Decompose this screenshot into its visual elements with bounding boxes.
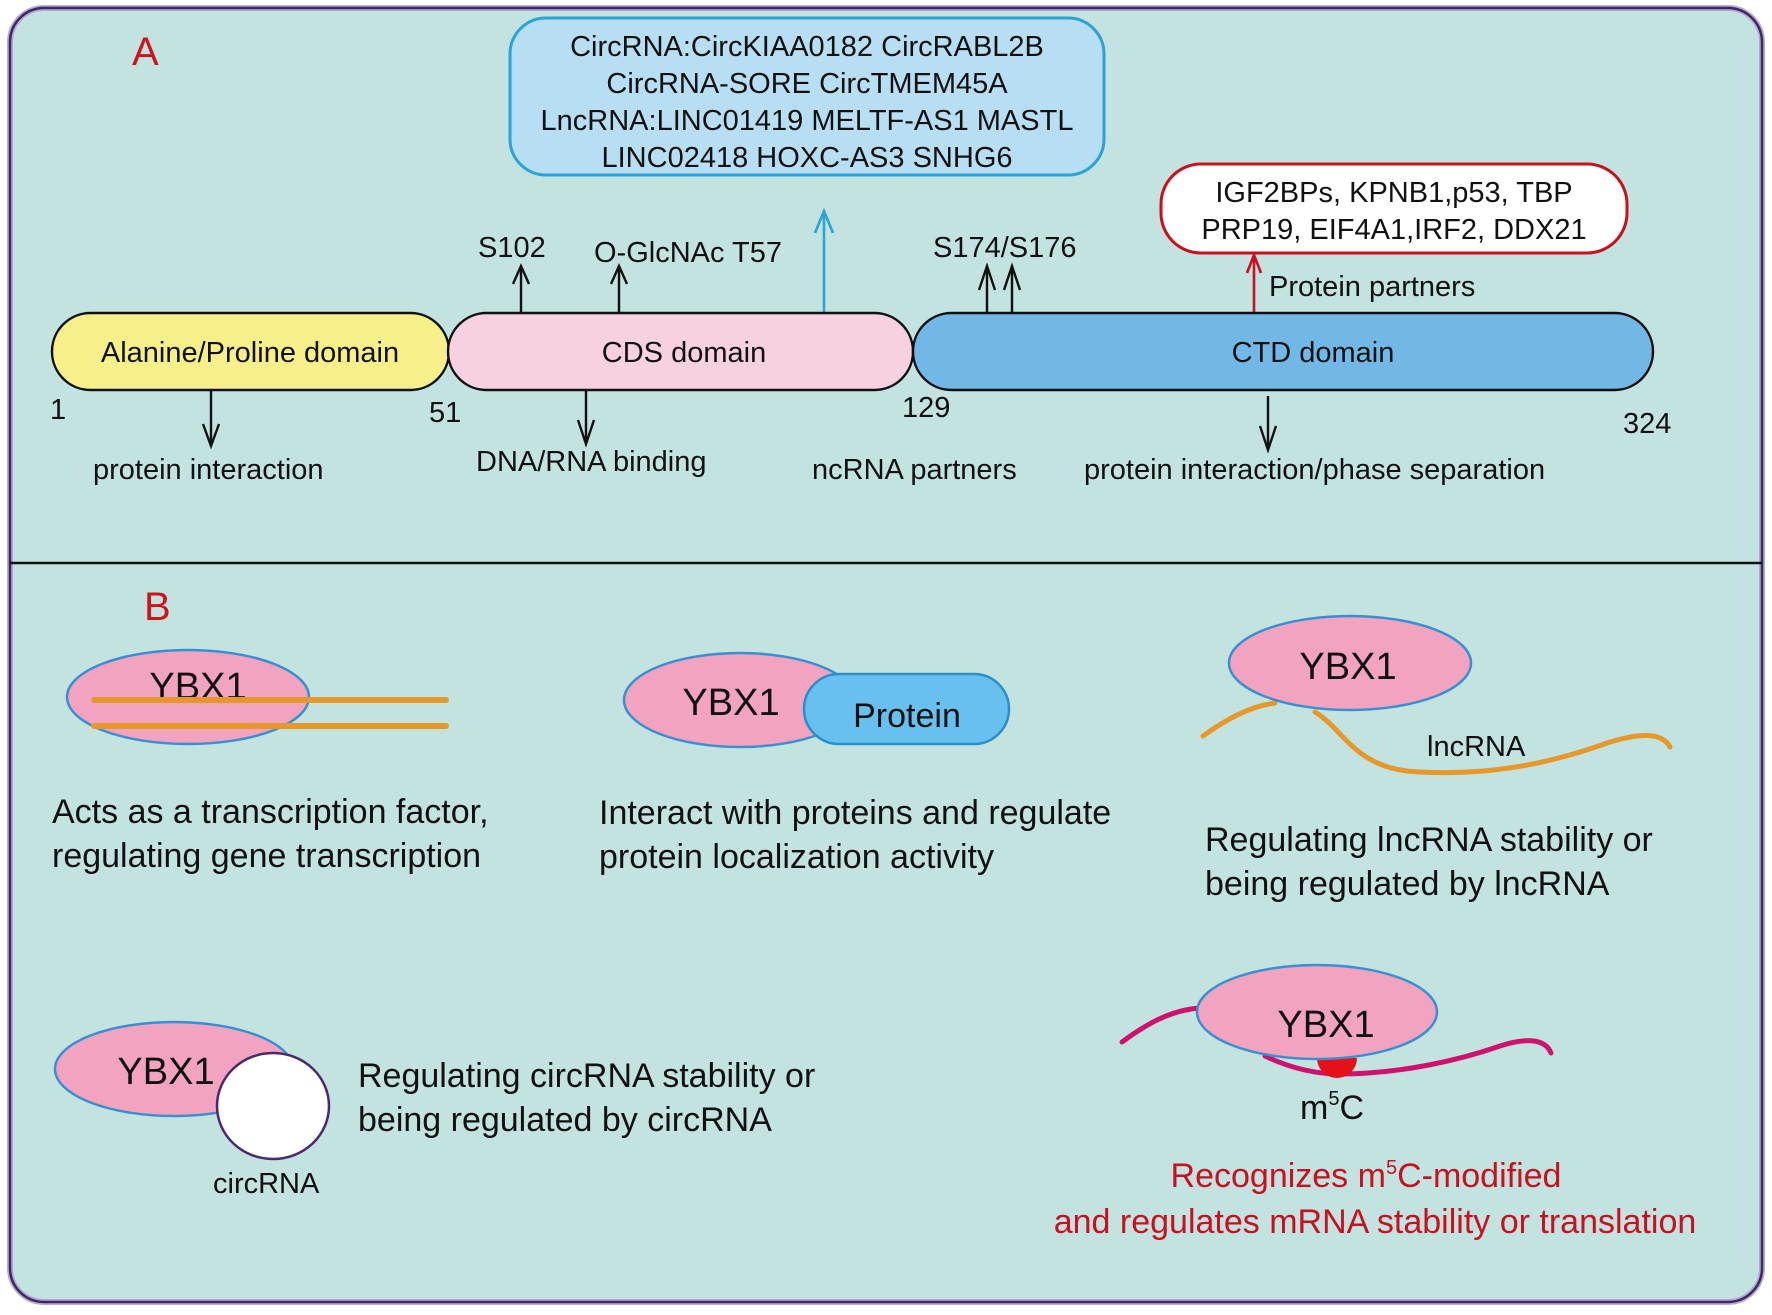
residue-129: 129 xyxy=(902,392,950,424)
circrna-illustration: YBX1 circRNA xyxy=(53,1020,331,1200)
circrna-desc-line-1: Regulating circRNA stability or xyxy=(358,1057,815,1095)
cds-down-arrow-icon xyxy=(576,390,596,448)
ncrna-line-3: LncRNA:LINC01419 MELTF-AS1 MASTL xyxy=(541,105,1074,137)
ncrna-line-4: LINC02418 HOXC-AS3 SNHG6 xyxy=(602,142,1013,174)
panel-a-label: A xyxy=(132,30,159,74)
ncrna-line-1: CircRNA:CircKIAA0182 CircRABL2B xyxy=(570,31,1044,63)
lncrna-strand xyxy=(1200,700,1673,776)
lncrna-desc-line-1: Regulating lncRNA stability or xyxy=(1205,821,1653,859)
residue-324: 324 xyxy=(1623,408,1671,440)
partner-protein-label: Protein xyxy=(853,697,961,735)
site-s174-s176-label: S174/S176 xyxy=(933,232,1077,264)
residue-1: 1 xyxy=(50,394,66,426)
s102-arrow-icon xyxy=(511,263,531,312)
residue-51: 51 xyxy=(429,397,461,429)
ybx1-label: YBX1 xyxy=(682,682,779,724)
domain-alanine-proline: Alanine/Proline domain xyxy=(50,311,451,392)
protein-partners-arrow-icon xyxy=(1245,251,1263,312)
circrna-desc-line-2: being regulated by circRNA xyxy=(358,1101,772,1139)
ncrna-arrow-icon xyxy=(813,207,835,312)
ncrna-partner-box: CircRNA:CircKIAA0182 CircRABL2B CircRNA-… xyxy=(508,16,1106,177)
s176-arrow-icon xyxy=(1002,262,1022,312)
o-glcnac-arrow-icon xyxy=(609,263,629,312)
alanine-down-arrow-icon xyxy=(201,390,221,450)
partner-line-1: IGF2BPs, KPNB1,p53, TBP xyxy=(1215,177,1572,209)
transcription-desc-line-2: regulating gene transcription xyxy=(52,837,481,875)
lncrna-label: lncRNA xyxy=(1427,731,1526,763)
lncrna-desc-line-2: being regulated by lncRNA xyxy=(1205,865,1610,903)
figure-frame-border xyxy=(8,6,1764,1304)
site-s102-label: S102 xyxy=(478,232,546,264)
function-ctd: protein interaction/phase separation xyxy=(1084,454,1545,486)
panel-b-label: B xyxy=(144,585,171,629)
transcription-desc-line-1: Acts as a transcription factor, xyxy=(52,793,489,831)
circrna-label: circRNA xyxy=(213,1168,320,1200)
m5c-modification-dot xyxy=(1317,1058,1357,1078)
m5c-desc-line-2: and regulates mRNA stability or translat… xyxy=(1054,1203,1697,1241)
function-ncrna-partners: ncRNA partners xyxy=(812,454,1017,486)
transcription-factor-illustration: YBX1 xyxy=(65,648,449,746)
s174-arrow-icon xyxy=(977,262,997,312)
ybx1-protein xyxy=(1227,614,1473,712)
circrna-circle xyxy=(215,1051,331,1161)
domain-ctd: CTD domain xyxy=(911,311,1655,392)
ybx1-label: YBX1 xyxy=(1299,646,1396,688)
ctd-down-arrow-icon xyxy=(1258,396,1278,454)
protein-partner-box: IGF2BPs, KPNB1,p53, TBP PRP19, EIF4A1,IR… xyxy=(1159,162,1629,255)
m5c-label: m5C xyxy=(1300,1088,1364,1127)
protein-interaction-desc-line-1: Interact with proteins and regulate xyxy=(599,794,1111,832)
mrna-strand xyxy=(1119,1005,1554,1077)
domain-cds-label: CDS domain xyxy=(602,337,766,369)
domain-ctd-label: CTD domain xyxy=(1232,337,1395,369)
partner-protein xyxy=(802,672,1011,746)
ncrna-line-2: CircRNA-SORE CircTMEM45A xyxy=(606,68,1008,100)
function-dna-rna-binding: DNA/RNA binding xyxy=(476,446,707,478)
ybx1-label: YBX1 xyxy=(117,1051,214,1093)
m5c-mrna-illustration: YBX1 m5C xyxy=(1119,963,1554,1127)
lncrna-illustration: YBX1 lncRNA xyxy=(1200,614,1673,776)
partner-line-2: PRP19, EIF4A1,IRF2, DDX21 xyxy=(1201,214,1586,246)
domain-cds: CDS domain xyxy=(446,311,915,392)
function-protein-interaction: protein interaction xyxy=(93,454,324,486)
protein-interaction-desc-line-2: protein localization activity xyxy=(599,838,994,876)
m5c-desc-line-1: Recognizes m5C-modified xyxy=(1171,1157,1562,1195)
protein-partners-label: Protein partners xyxy=(1269,271,1475,303)
ybx1-protein xyxy=(1195,963,1439,1061)
domain-alanine-label: Alanine/Proline domain xyxy=(101,337,399,369)
site-o-glcnac-label: O-GlcNAc T57 xyxy=(594,237,782,269)
protein-interaction-illustration: YBX1 Protein xyxy=(622,651,1011,749)
ybx1-label: YBX1 xyxy=(1277,1004,1374,1046)
